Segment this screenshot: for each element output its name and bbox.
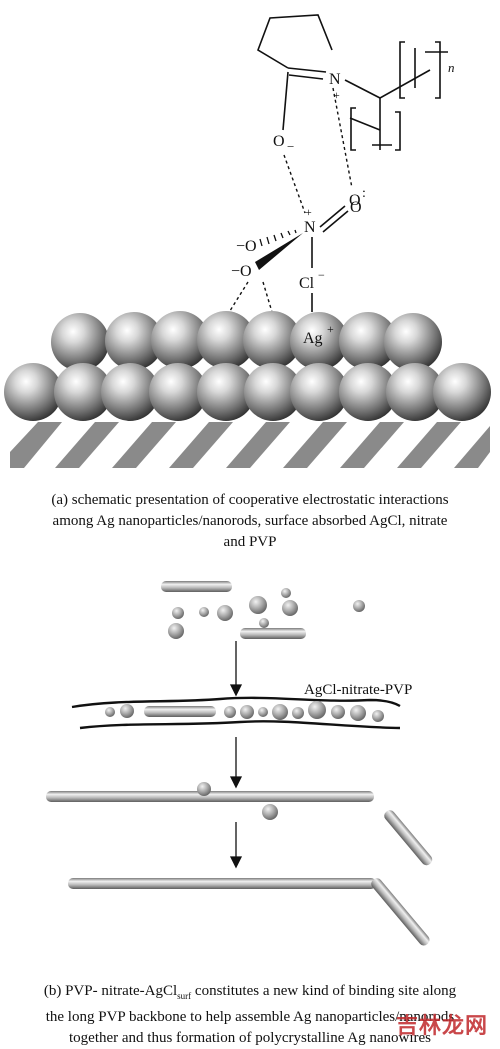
n-subscript: n (448, 60, 455, 75)
caption-a: (a) schematic presentation of cooperativ… (0, 490, 500, 553)
arrow-3-head (229, 856, 243, 869)
cl-label: Cl (299, 275, 315, 292)
caption-a-line-1: (a) schematic presentation of cooperativ… (51, 492, 449, 508)
nanoparticle (262, 804, 278, 820)
stage-2-complex-assembly (71, 696, 401, 730)
caption-b: (b) PVP- nitrate-AgClsurf constitutes a … (0, 981, 500, 1049)
o-minus-sign: − (287, 139, 294, 154)
pvp-chain-bottom (79, 720, 401, 730)
arrows (229, 641, 243, 869)
nitrate-bonds (255, 205, 349, 312)
stage-4-nanowire (68, 878, 430, 946)
nanoparticle (224, 706, 236, 718)
ag-label: Ag (303, 330, 323, 347)
electrostatic-dashes (227, 87, 353, 315)
nanoparticle (353, 600, 365, 612)
nanoparticle (105, 707, 115, 717)
nanoparticle (197, 782, 211, 796)
caption-a-line-3: and PVP (223, 534, 277, 550)
caption-b-line-3: together and thus formation of polycryst… (69, 1030, 431, 1046)
ag-plus: + (327, 322, 334, 336)
nanowire (68, 878, 376, 889)
bracket-right (435, 41, 441, 99)
nanoparticle (240, 705, 254, 719)
nanowire-bend (371, 878, 430, 946)
bracket-right-2 (395, 111, 401, 151)
ring-double-bond (287, 67, 327, 73)
nanoparticle (272, 704, 288, 720)
o-lone-pair: : (362, 186, 366, 201)
solid-wedge (255, 233, 303, 270)
nanoparticle (199, 607, 209, 617)
dash-n-o (332, 87, 353, 189)
caption-b-line-1: (b) PVP- nitrate-AgClsurf constitutes a … (0, 981, 500, 1007)
bracket-left-2 (350, 107, 356, 151)
o-minus-left-label: −O (236, 238, 257, 255)
watermark: 吉林龙网 (395, 1014, 488, 1039)
n-o-double-1 (319, 205, 346, 228)
structure-labels: n N + O − O : N + O −O −O Cl − (231, 60, 455, 292)
nanoparticle (258, 707, 268, 717)
ag-nanoparticle-layer (4, 311, 491, 421)
carbonyl-bond (282, 71, 289, 131)
nanoparticle (281, 588, 291, 598)
nanowire-segment (46, 791, 374, 802)
hashed-wedge (259, 229, 297, 247)
dash-o-ag-2 (262, 281, 273, 313)
arrow-2-head (229, 776, 243, 789)
pyrrolidone-ring (257, 14, 333, 69)
nanoparticle (217, 605, 233, 621)
n-nitrate-label: N (304, 219, 316, 236)
sphere-row-top (51, 311, 442, 371)
complex-label: AgCl-nitrate-PVP (304, 682, 412, 698)
nanorod (240, 628, 306, 639)
nanorod-tilted (384, 810, 433, 866)
backbone-3 (349, 117, 381, 131)
caption-b-line-2: the long PVP backbone to help assemble A… (45, 1009, 455, 1025)
o-minus-label: O (273, 133, 285, 150)
substrate (10, 422, 490, 468)
sphere-row-bottom (4, 363, 491, 421)
mechanism-diagram: n N + O − O : N + O −O −O Cl − (4, 14, 491, 946)
n-nitrate-plus: + (305, 205, 312, 219)
caption-b-pre: (b) PVP- nitrate-AgCl (43, 983, 178, 999)
nanoparticle (168, 623, 184, 639)
nanoparticle (350, 705, 366, 721)
arrow-1-head (229, 684, 243, 697)
o-pvp-label: O (349, 192, 361, 209)
stage-1-building-blocks (161, 581, 365, 639)
nanorod (144, 706, 216, 717)
pvp-chain-top (71, 696, 401, 709)
nanorod (161, 581, 232, 592)
o-minus-lower-label: −O (231, 263, 252, 280)
nanoparticle (120, 704, 134, 718)
cl-minus: − (318, 268, 325, 282)
nanoparticle (172, 607, 184, 619)
n-ring-label: N (329, 71, 341, 88)
nanoparticle (292, 707, 304, 719)
caption-b-sub: surf (177, 991, 192, 1001)
n-ring-plus: + (333, 88, 340, 102)
caption-a-line-2: among Ag nanoparticles/nanorods, surface… (52, 513, 448, 529)
nanoparticle (282, 600, 298, 616)
dash-o-n (283, 154, 306, 214)
ring-double-bond-2 (288, 74, 324, 80)
bracket-left (399, 41, 405, 99)
backbone-1 (379, 69, 431, 99)
pvp-structure (257, 14, 448, 151)
o-double-label: O (350, 199, 362, 216)
n-backbone-bond (344, 79, 381, 99)
nanoparticle (308, 701, 326, 719)
substrate-stripes (10, 422, 490, 468)
nanoparticle (372, 710, 384, 722)
dash-o-ag-1 (227, 281, 249, 315)
caption-b-post: constitutes a new kind of binding site a… (191, 983, 457, 999)
nanoparticle (259, 618, 269, 628)
n-o-double-2 (322, 210, 349, 233)
nanoparticle (331, 705, 345, 719)
nanoparticle (249, 596, 267, 614)
stage-3-fusing-wire (46, 782, 433, 866)
